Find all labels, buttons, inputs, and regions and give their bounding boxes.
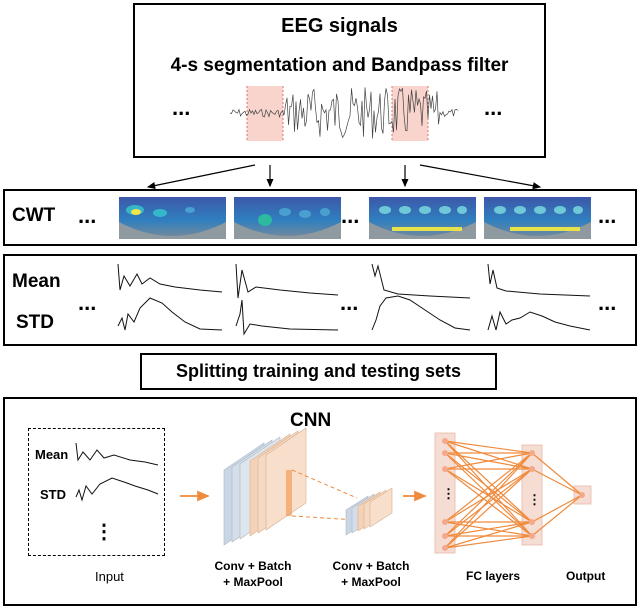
fc-connection — [444, 440, 533, 523]
mean-std-curves — [117, 263, 591, 336]
fc-layer-2-node — [529, 450, 535, 456]
cwt-scalogram-1 — [119, 197, 226, 239]
conv-block-2 — [345, 487, 393, 536]
fc-layer-2-node — [529, 466, 535, 472]
eeg-title: EEG signals — [281, 15, 398, 37]
fc-layer-2 — [521, 444, 543, 546]
std-label: STD — [16, 312, 54, 333]
fc-connection — [444, 452, 533, 537]
output-node — [579, 492, 585, 498]
input-caption: Input — [95, 569, 124, 584]
fc-connection — [444, 535, 533, 549]
input-std-label: STD — [40, 487, 66, 502]
eeg-to-cwt-arrows — [146, 164, 542, 190]
cwt-scalograms — [119, 197, 591, 239]
eeg-signals-panel — [133, 3, 546, 158]
eeg-ellipsis-left: ... — [172, 95, 191, 120]
output-caption: Output — [566, 569, 606, 583]
fc-connection — [444, 440, 533, 454]
cwt-label: CWT — [12, 205, 56, 226]
mean-std-pair-4 — [487, 263, 591, 331]
cwt-ellipsis-1: ... — [78, 203, 97, 228]
fc-connection — [444, 468, 533, 549]
fc-layer-2-node — [529, 533, 535, 539]
stats-ellipsis-2: ... — [340, 290, 359, 315]
fc-caption: FC layers — [466, 569, 521, 583]
fc-layers: ⋮ ⋮ — [434, 432, 592, 554]
fc-layer-1-node — [442, 450, 448, 456]
mean-std-panel — [3, 254, 637, 346]
fc-output-connection — [531, 494, 583, 523]
fc-output-connection — [531, 452, 583, 496]
fc-connection — [444, 468, 533, 537]
fc-layer-1-vdots: ⋮ — [442, 486, 455, 501]
conv1-caption-line2: + MaxPool — [223, 575, 283, 589]
fc-connection — [444, 468, 533, 523]
eeg-waveform — [229, 86, 459, 141]
fc-layer-1-node — [442, 466, 448, 472]
mean-std-pair-3 — [371, 263, 471, 331]
mean-label: Mean — [12, 271, 61, 292]
cwt-scalogram-3 — [369, 197, 476, 239]
eeg-ellipsis-right: ... — [484, 95, 503, 120]
fc-output-connection — [531, 468, 583, 496]
fc-connection — [444, 452, 533, 523]
fc-layer-1-node — [442, 533, 448, 539]
fc-layer-1-node — [442, 545, 448, 551]
split-panel — [140, 353, 497, 390]
input-curves — [75, 442, 159, 502]
input-dashed-box — [28, 428, 165, 556]
fc-layer-1-node — [442, 519, 448, 525]
fc-connection — [444, 452, 533, 470]
fc-connection — [444, 452, 533, 549]
input-vdots: ⋮ — [94, 521, 114, 543]
conv1-caption-line1: Conv + Batch — [214, 559, 292, 573]
eeg-subtitle: 4-s segmentation and Bandpass filter — [170, 55, 509, 76]
fc-layer-1-node — [442, 438, 448, 444]
fc-connection — [444, 521, 533, 549]
cwt-scalogram-4 — [484, 197, 591, 239]
fc-connection — [444, 521, 533, 537]
conv-projection-lines — [291, 469, 358, 521]
conv2-caption-line2: + MaxPool — [341, 575, 401, 589]
fc-layer-2-vdots: ⋮ — [528, 492, 541, 507]
cnn-title: CNN — [290, 410, 332, 431]
mean-std-pair-1 — [117, 263, 223, 331]
fc-connection — [444, 440, 533, 537]
cwt-ellipsis-3: ... — [598, 203, 617, 228]
fc-output-connection — [531, 494, 583, 537]
input-mean-label: Mean — [35, 447, 69, 462]
stats-ellipsis-3: ... — [598, 290, 617, 315]
cwt-scalogram-2 — [234, 197, 341, 239]
mean-std-pair-2 — [235, 263, 339, 336]
split-label: Splitting training and testing sets — [175, 361, 461, 381]
conv-block-1 — [223, 427, 307, 546]
conv2-caption-line1: Conv + Batch — [332, 559, 410, 573]
stats-ellipsis-1: ... — [78, 290, 97, 315]
fc-layer-2-node — [529, 519, 535, 525]
cwt-ellipsis-2: ... — [341, 203, 360, 228]
